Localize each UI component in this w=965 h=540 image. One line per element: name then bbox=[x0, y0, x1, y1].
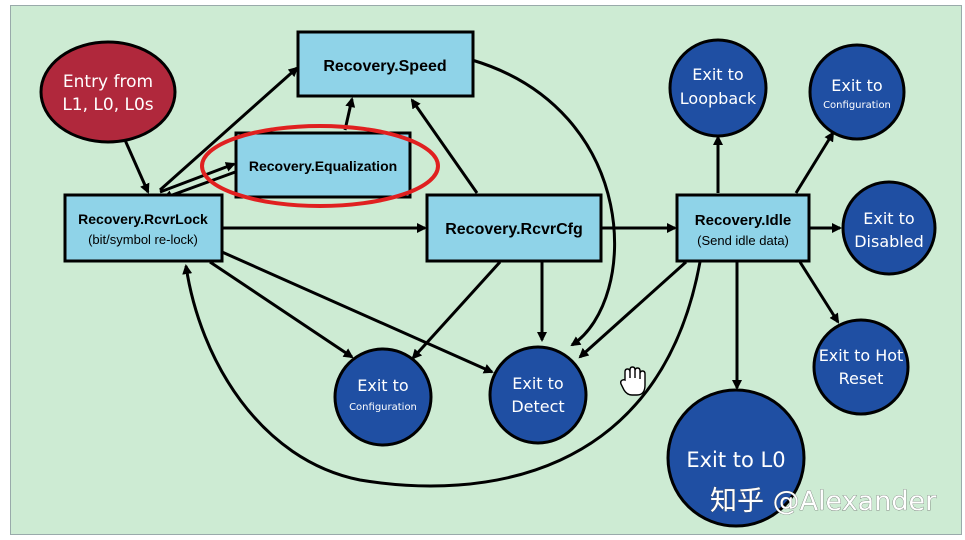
edge-rcvrlock-to-detect bbox=[221, 250, 494, 374]
config-top-line1: Exit to bbox=[831, 76, 882, 95]
equalization-highlight bbox=[200, 124, 440, 208]
state-recovery-speed: Recovery.Speed bbox=[296, 30, 475, 98]
entry-line1: Entry from bbox=[63, 72, 153, 92]
config-bottom-line1: Exit to bbox=[357, 376, 408, 395]
state-recovery-rcvrlock: Recovery.RcvrLock (bit/symbol re-lock) bbox=[63, 193, 224, 263]
detect-line2: Detect bbox=[511, 397, 564, 416]
entry-line2: L1, L0, L0s bbox=[62, 95, 153, 115]
exit-detect: Exit to Detect bbox=[488, 345, 588, 445]
state-recovery-equalization: Recovery.Equalization bbox=[234, 131, 412, 199]
state-recovery-idle: Recovery.Idle (Send idle data) bbox=[675, 193, 811, 263]
disabled-line1: Exit to bbox=[863, 209, 914, 228]
detect-line1: Exit to bbox=[512, 374, 563, 393]
entry-node: Entry from L1, L0, L0s bbox=[39, 40, 177, 144]
disabled-line2: Disabled bbox=[854, 232, 924, 251]
recovery-equalization-label: Recovery.Equalization bbox=[249, 158, 397, 174]
loopback-line1: Exit to bbox=[692, 65, 743, 84]
l0-label: Exit to L0 bbox=[686, 448, 785, 472]
edge-idle-to-hotreset bbox=[798, 261, 840, 324]
edge-idle-to-rcvrlock bbox=[182, 261, 702, 488]
edge-rcvrlock-to-equalization bbox=[159, 162, 236, 194]
recovery-idle-label: Recovery.Idle bbox=[695, 212, 791, 229]
loopback-line2: Loopback bbox=[680, 89, 757, 108]
hand-cursor-icon bbox=[620, 366, 646, 396]
edge-rcvrcfg-to-config-bottom bbox=[411, 260, 502, 360]
edge-entry-to-rcvrlock bbox=[123, 139, 150, 194]
recovery-rcvrcfg-label: Recovery.RcvrCfg bbox=[445, 221, 583, 238]
edge-rcvrcfg-to-speed bbox=[410, 98, 479, 194]
hotreset-line1: Exit to Hot bbox=[819, 346, 904, 365]
state-recovery-rcvrcfg: Recovery.RcvrCfg bbox=[425, 193, 603, 263]
exit-l0: Exit to L0 bbox=[666, 388, 806, 528]
recovery-rcvrlock-label: Recovery.RcvrLock bbox=[78, 211, 208, 227]
exit-disabled: Exit to Disabled bbox=[841, 180, 937, 276]
config-bottom-line2: Configuration bbox=[349, 402, 417, 413]
exit-configuration-top: Exit to Configuration bbox=[808, 43, 906, 141]
exit-loopback: Exit to Loopback bbox=[668, 38, 768, 138]
hotreset-line2: Reset bbox=[839, 369, 884, 388]
edge-speed-to-detect bbox=[471, 58, 616, 347]
edge-equalization-to-speed bbox=[343, 97, 356, 131]
edge-idle-to-detect bbox=[578, 260, 688, 359]
edge-rcvrlock-to-config-bottom bbox=[209, 260, 354, 359]
edge-rcvrlock-to-speed bbox=[159, 66, 299, 192]
recovery-rcvrlock-sub: (bit/symbol re-lock) bbox=[88, 232, 198, 247]
edges bbox=[123, 58, 842, 488]
exit-configuration-bottom: Exit to Configuration bbox=[333, 347, 433, 447]
recovery-speed-label: Recovery.Speed bbox=[323, 58, 446, 75]
exit-hot-reset: Exit to Hot Reset bbox=[812, 318, 910, 416]
edge-idle-to-config-top bbox=[794, 131, 835, 194]
watermark-text: 知乎 @Alexander bbox=[710, 486, 937, 517]
recovery-idle-sub: (Send idle data) bbox=[697, 233, 789, 248]
config-top-line2: Configuration bbox=[823, 100, 891, 111]
